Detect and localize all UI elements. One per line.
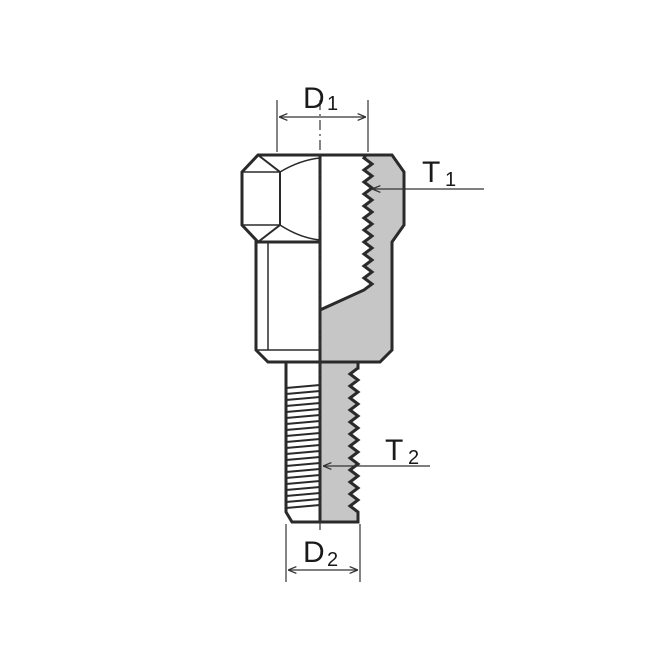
d1-label: D: [303, 82, 325, 115]
t1-subscript: 1: [445, 169, 456, 191]
d2-label: D: [303, 536, 325, 569]
hex-head: [240, 153, 322, 244]
t2-subscript: 2: [408, 447, 419, 469]
lower-stem-outside: [284, 360, 322, 524]
dimension-t2: T 2: [323, 434, 430, 469]
dimension-d1: D 1: [276, 82, 369, 152]
lower-stem-section: [318, 360, 361, 524]
upper-section: [318, 153, 406, 370]
body-outside: [254, 240, 322, 364]
t2-label: T: [385, 434, 403, 467]
d1-subscript: 1: [327, 93, 338, 115]
t1-label: T: [422, 156, 440, 189]
dimension-t1: T 1: [372, 156, 484, 191]
d2-subscript: 2: [327, 549, 338, 571]
dimension-d2: D 2: [285, 524, 361, 582]
